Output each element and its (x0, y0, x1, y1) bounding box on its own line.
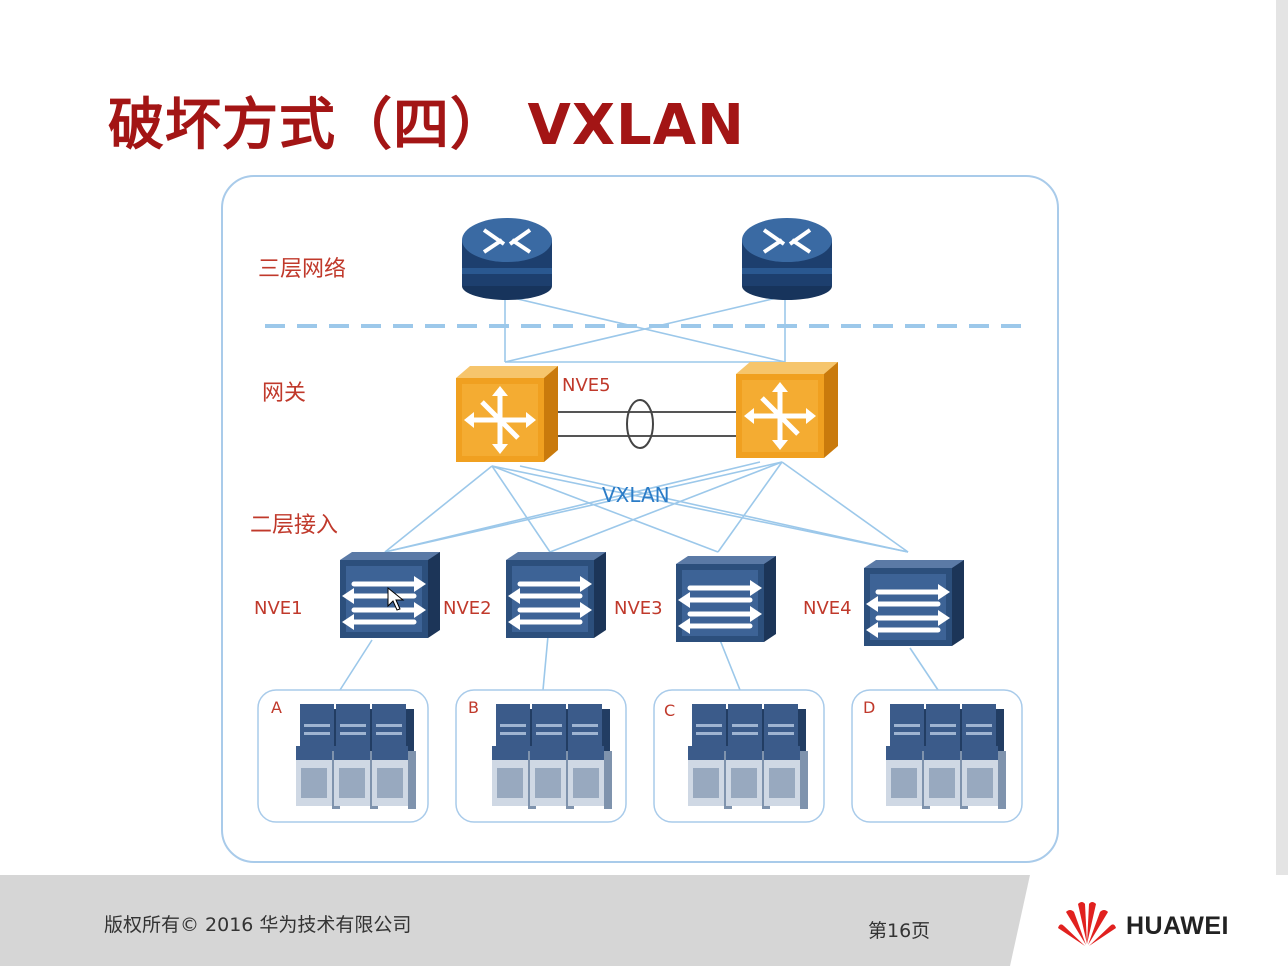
vxlan-topology-diagram: 三层网络 网关 二层接入 NVE5 VXLAN NVE1 NVE2 NVE3 N… (221, 175, 1059, 863)
slide-title: 破坏方式（四） VXLAN (108, 93, 745, 158)
footer-page-number: 第16页 (868, 920, 931, 942)
access-server-links (339, 635, 939, 691)
label-vxlan: VXLAN (602, 483, 670, 507)
label-group-b: B (468, 698, 479, 717)
router-gateway-links (504, 295, 786, 363)
access-switch-nve2-icon (506, 552, 606, 638)
core-router-right-icon (740, 216, 834, 302)
diagram-frame (221, 175, 1059, 863)
label-group-c: C (664, 701, 675, 720)
label-nve2: NVE2 (443, 598, 492, 619)
footer-brand-name: HUAWEI (1126, 912, 1229, 940)
layer-label-l3: 三层网络 (258, 257, 346, 282)
server-cluster-c-icon (688, 704, 808, 809)
server-group-d (851, 689, 1023, 823)
server-group-a (257, 689, 429, 823)
server-cluster-a-icon (296, 704, 416, 809)
footer-logo-area (1010, 875, 1288, 966)
label-group-a: A (271, 698, 282, 717)
slide-right-edge (1276, 0, 1288, 875)
layer-label-gateway: 网关 (262, 381, 306, 406)
mouse-cursor-icon (387, 586, 405, 611)
core-router-left-icon (460, 216, 554, 302)
server-cluster-d-icon (886, 704, 1006, 809)
link-aggregation-ellipse (626, 399, 654, 449)
access-switch-nve3-icon (676, 556, 776, 642)
huawei-logo-icon (1058, 902, 1116, 946)
server-group-b (455, 689, 627, 823)
server-cluster-b-icon (492, 704, 612, 809)
gateway-peer-link (552, 399, 738, 449)
label-group-d: D (863, 698, 875, 717)
layer-label-l2: 二层接入 (250, 513, 338, 538)
gateway-switch-left-icon (456, 366, 558, 462)
label-nve3: NVE3 (614, 598, 663, 619)
label-nve4: NVE4 (803, 598, 852, 619)
label-nve1: NVE1 (254, 598, 303, 619)
gateway-access-links (384, 461, 909, 553)
gateway-switch-right-icon (736, 362, 838, 458)
server-group-c (653, 689, 825, 823)
footer-copyright: 版权所有© 2016 华为技术有限公司 (104, 914, 412, 936)
label-nve5: NVE5 (562, 375, 611, 396)
access-switch-nve4-icon (864, 560, 964, 646)
